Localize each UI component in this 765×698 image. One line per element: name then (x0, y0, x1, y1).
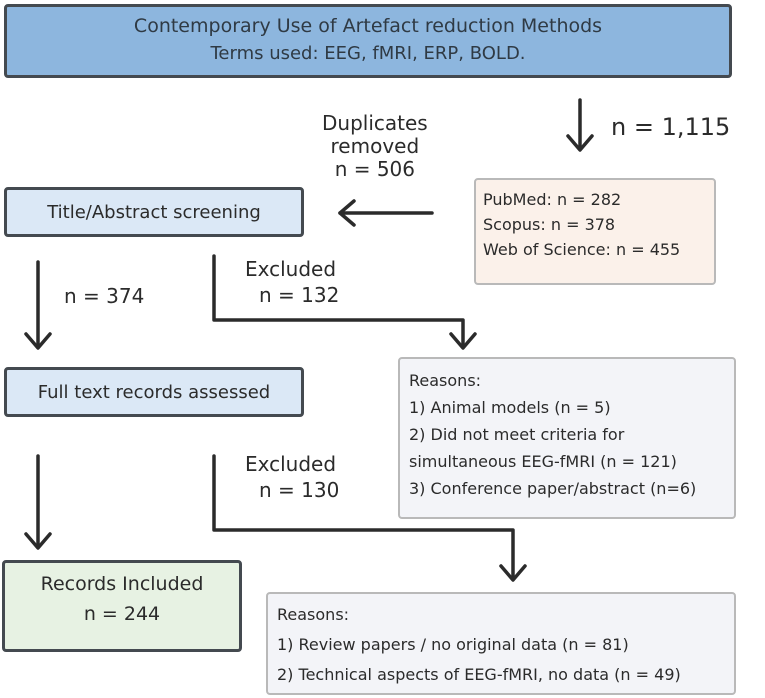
arrow-to-excluded-2 (212, 454, 527, 582)
arrow-to-sources (566, 98, 594, 152)
fulltext-box: Full text records assessed (4, 367, 304, 417)
arrow-to-fulltext (24, 260, 52, 350)
reasons-2-title: Reasons: (277, 605, 350, 624)
reason-1-1: 1) Animal models (n = 5) (409, 398, 611, 417)
search-strategy-box: Contemporary Use of Artefact reduction M… (4, 4, 732, 78)
reason-1-2-cont: simultaneous EEG-fMRI (n = 121) (409, 452, 677, 471)
screening-count: n = 374 (64, 284, 145, 308)
reason-2-1: 1) Review papers / no original data (n =… (277, 635, 629, 654)
database-sources-box: PubMed: n = 282 Scopus: n = 378 Web of S… (474, 178, 716, 285)
excluded-1-label: Excluded (245, 257, 337, 281)
search-terms: Terms used: EEG, fMRI, ERP, BOLD. (210, 43, 526, 64)
included-count: n = 244 (83, 603, 161, 625)
reasons-1-title: Reasons: (409, 371, 482, 390)
arrow-to-included (24, 454, 52, 550)
arrow-to-excluded-1 (212, 254, 477, 350)
exclusion-reasons-2-box: Reasons: 1) Review papers / no original … (266, 592, 736, 695)
identified-count: n = 1,115 (611, 113, 731, 141)
source-pubmed: PubMed: n = 282 (483, 190, 622, 209)
reason-2-2: 2) Technical aspects of EEG-fMRI, no dat… (277, 665, 681, 684)
excluded-1-count: n = 132 (259, 283, 340, 307)
excluded-2-label: Excluded (245, 452, 337, 476)
screening-box: Title/Abstract screening (4, 187, 304, 237)
arrow-to-screening (338, 199, 434, 227)
exclusion-reasons-1-box: Reasons: 1) Animal models (n = 5) 2) Did… (398, 357, 736, 519)
diagram-title: Contemporary Use of Artefact reduction M… (133, 15, 603, 37)
screening-label: Title/Abstract screening (47, 201, 261, 223)
included-label: Records Included (40, 573, 204, 595)
duplicates-removed-label: Duplicates removed n = 506 (322, 111, 428, 181)
reason-1-3: 3) Conference paper/abstract (n=6) (409, 479, 697, 498)
fulltext-label: Full text records assessed (37, 381, 271, 403)
source-web-of-science: Web of Science: n = 455 (483, 240, 681, 259)
included-box: Records Included n = 244 (2, 560, 242, 652)
source-scopus: Scopus: n = 378 (483, 215, 616, 234)
excluded-2-count: n = 130 (259, 478, 340, 502)
reason-1-2: 2) Did not meet criteria for (409, 425, 625, 444)
